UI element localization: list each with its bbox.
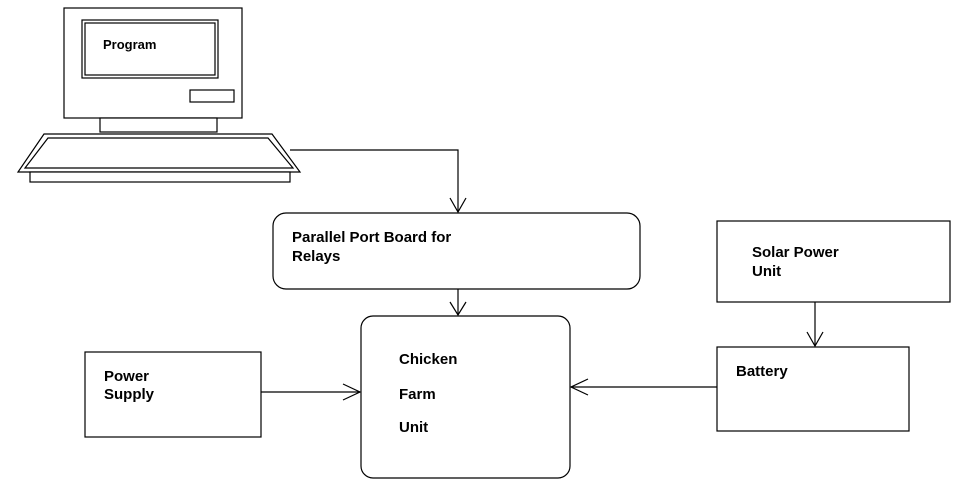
power-supply-label-line1: Power <box>104 368 150 385</box>
parallel-port-label-line2: Relays <box>292 248 341 265</box>
block-shapes <box>84 212 951 479</box>
arrowhead-farm-top <box>449 301 467 317</box>
monitor-stand <box>99 117 218 133</box>
battery-box <box>716 346 910 432</box>
computer-icon <box>16 7 302 183</box>
battery-label: Battery <box>736 363 788 380</box>
chicken-farm-box <box>360 315 571 479</box>
chicken-farm-label-line3: Unit <box>399 419 429 436</box>
arrowhead-battery <box>806 331 824 348</box>
chicken-farm-label-line2: Farm <box>399 386 436 403</box>
chicken-farm-label-line1: Chicken <box>399 351 458 368</box>
arrow-computer-to-parallel-port <box>290 149 459 212</box>
arrowhead-farm-left <box>342 383 362 401</box>
keyboard-inner <box>23 137 295 169</box>
program-label: Program <box>103 37 157 52</box>
power-supply-label-line2: Supply <box>104 386 155 403</box>
arrowhead-computer <box>449 197 467 214</box>
power-supply-box <box>84 351 262 438</box>
drive-slot <box>189 89 235 103</box>
solar-power-label-line1: Solar Power <box>752 244 839 261</box>
solar-power-box <box>716 220 951 303</box>
parallel-port-box <box>272 212 641 290</box>
arrowhead-farm-right <box>569 378 589 396</box>
solar-power-label-line2: Unit <box>752 263 782 280</box>
keyboard-base <box>29 171 291 183</box>
connectors <box>261 149 824 401</box>
monitor-screen-inner <box>84 22 216 76</box>
parallel-port-label-line1: Parallel Port Board for <box>292 229 452 246</box>
